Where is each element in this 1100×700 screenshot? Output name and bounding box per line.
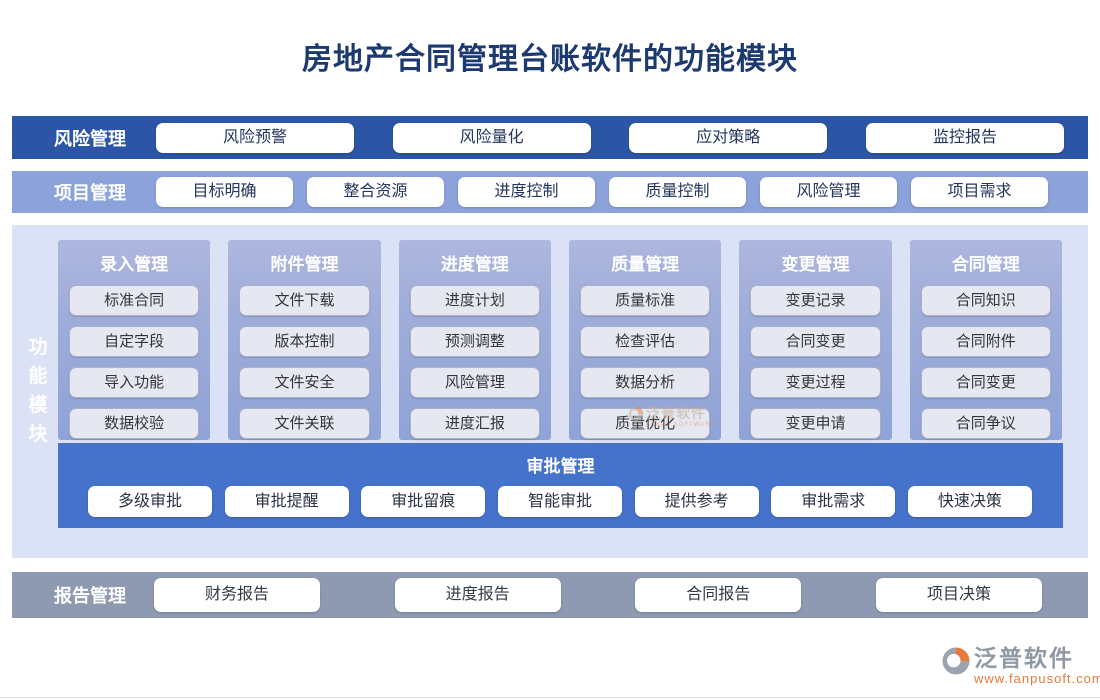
footer-brand-name: 泛普软件 — [974, 645, 1074, 671]
report-item-schedule: 进度报告 — [394, 578, 561, 612]
project-item-risk: 风险管理 — [760, 177, 897, 207]
column-title: 附件管理 — [270, 255, 339, 274]
column-item: 合同知识 — [920, 285, 1051, 316]
project-item-schedule-control: 进度控制 — [458, 177, 595, 207]
column-item: 文件安全 — [239, 367, 370, 398]
footer-logo: 泛普软件 www.fanpusoft.com — [941, 646, 1100, 686]
project-management-band: 项目管理 目标明确 整合资源 进度控制 质量控制 风险管理 项目需求 — [12, 171, 1088, 213]
fanpu-logo-icon — [941, 646, 971, 681]
column-item: 数据校验 — [69, 408, 200, 439]
column-entry-management: 录入管理 标准合同 自定字段 导入功能 数据校验 — [58, 240, 211, 440]
project-item-goal: 目标明确 — [156, 177, 293, 207]
column-title: 录入管理 — [100, 255, 169, 274]
column-contract-management: 合同管理 合同知识 合同附件 合同变更 合同争议 — [909, 240, 1062, 440]
column-item: 进度计划 — [409, 285, 540, 316]
module-columns: 录入管理 标准合同 自定字段 导入功能 数据校验 附件管理 文件下载 版本控制 … — [58, 240, 1062, 440]
column-item: 版本控制 — [239, 326, 370, 357]
column-title: 进度管理 — [440, 255, 509, 274]
column-item: 标准合同 — [69, 285, 200, 316]
project-band-label: 项目管理 — [54, 183, 126, 203]
bottom-divider — [0, 697, 1100, 698]
risk-item-early-warning: 风险预警 — [156, 122, 354, 153]
column-item: 自定字段 — [69, 326, 200, 357]
column-item: 文件下载 — [239, 285, 370, 316]
report-item-contract: 合同报告 — [635, 578, 802, 612]
report-management-band: 报告管理 财务报告 进度报告 合同报告 项目决策 — [12, 572, 1088, 618]
report-item-finance: 财务报告 — [154, 578, 320, 612]
approval-management-band: 审批管理 多级审批 审批提醒 审批留痕 智能审批 提供参考 审批需求 快速决策 — [58, 443, 1063, 528]
column-item: 变更过程 — [750, 367, 881, 398]
column-item: 检查评估 — [579, 326, 711, 357]
footer-url: www.fanpusoft.com — [974, 671, 1100, 687]
column-title: 变更管理 — [781, 255, 850, 274]
risk-band-label: 风险管理 — [54, 128, 126, 149]
column-item: 数据分析 — [579, 367, 711, 398]
project-band-buttons: 目标明确 整合资源 进度控制 质量控制 风险管理 项目需求 — [156, 177, 1048, 207]
risk-item-strategy: 应对策略 — [629, 122, 828, 153]
report-band-buttons: 财务报告 进度报告 合同报告 项目决策 — [154, 578, 1042, 612]
page-title: 房地产合同管理台账软件的功能模块 — [302, 43, 798, 76]
approval-item-demand: 审批需求 — [771, 486, 896, 517]
report-band-label: 报告管理 — [54, 586, 126, 606]
column-item: 进度汇报 — [409, 408, 540, 439]
project-item-demand: 项目需求 — [911, 177, 1048, 207]
risk-item-quantification: 风险量化 — [392, 122, 591, 153]
column-title: 质量管理 — [611, 255, 680, 274]
column-item: 文件关联 — [239, 408, 370, 439]
column-attachment-management: 附件管理 文件下载 版本控制 文件安全 文件关联 — [228, 240, 381, 440]
column-change-management: 变更管理 变更记录 合同变更 变更过程 变更申请 — [739, 240, 892, 440]
column-item: 质量标准 — [579, 285, 711, 316]
report-item-decision: 项目决策 — [875, 578, 1042, 612]
column-item: 风险管理 — [409, 367, 540, 398]
column-quality-management: 质量管理 质量标准 检查评估 数据分析 质量优化 — [568, 240, 722, 440]
approval-item-reference: 提供参考 — [634, 486, 759, 517]
column-item: 变更记录 — [750, 285, 881, 316]
approval-item-fast-decision: 快速决策 — [907, 486, 1032, 517]
column-item: 合同变更 — [920, 367, 1051, 398]
column-item: 合同附件 — [920, 326, 1051, 357]
approval-band-buttons: 多级审批 审批提醒 审批留痕 智能审批 提供参考 审批需求 快速决策 — [88, 486, 1032, 517]
column-schedule-management: 进度管理 进度计划 预测调整 风险管理 进度汇报 — [398, 240, 551, 440]
column-title: 合同管理 — [951, 255, 1020, 274]
column-item: 合同争议 — [920, 408, 1051, 439]
risk-item-monitor-report: 监控报告 — [865, 122, 1064, 153]
project-item-resource: 整合资源 — [307, 177, 444, 207]
risk-management-band: 风险管理 风险预警 风险量化 应对策略 监控报告 — [12, 116, 1088, 159]
approval-item-reminder: 审批提醒 — [224, 486, 349, 517]
approval-item-smart: 智能审批 — [497, 486, 622, 517]
column-item: 质量优化 — [579, 408, 711, 439]
column-item: 导入功能 — [69, 367, 200, 398]
project-item-quality-control: 质量控制 — [609, 177, 746, 207]
column-item: 合同变更 — [750, 326, 881, 357]
approval-item-trace: 审批留痕 — [361, 486, 486, 517]
function-modules-panel: 功能模块 录入管理 标准合同 自定字段 导入功能 数据校验 附件管理 文件下载 … — [12, 225, 1088, 558]
column-item: 预测调整 — [409, 326, 540, 357]
function-modules-side-label: 功能模块 — [28, 337, 48, 445]
approval-band-title: 审批管理 — [526, 457, 595, 476]
column-item: 变更申请 — [750, 408, 881, 439]
approval-item-multilevel: 多级审批 — [88, 486, 212, 517]
risk-band-buttons: 风险预警 风险量化 应对策略 监控报告 — [156, 122, 1064, 153]
